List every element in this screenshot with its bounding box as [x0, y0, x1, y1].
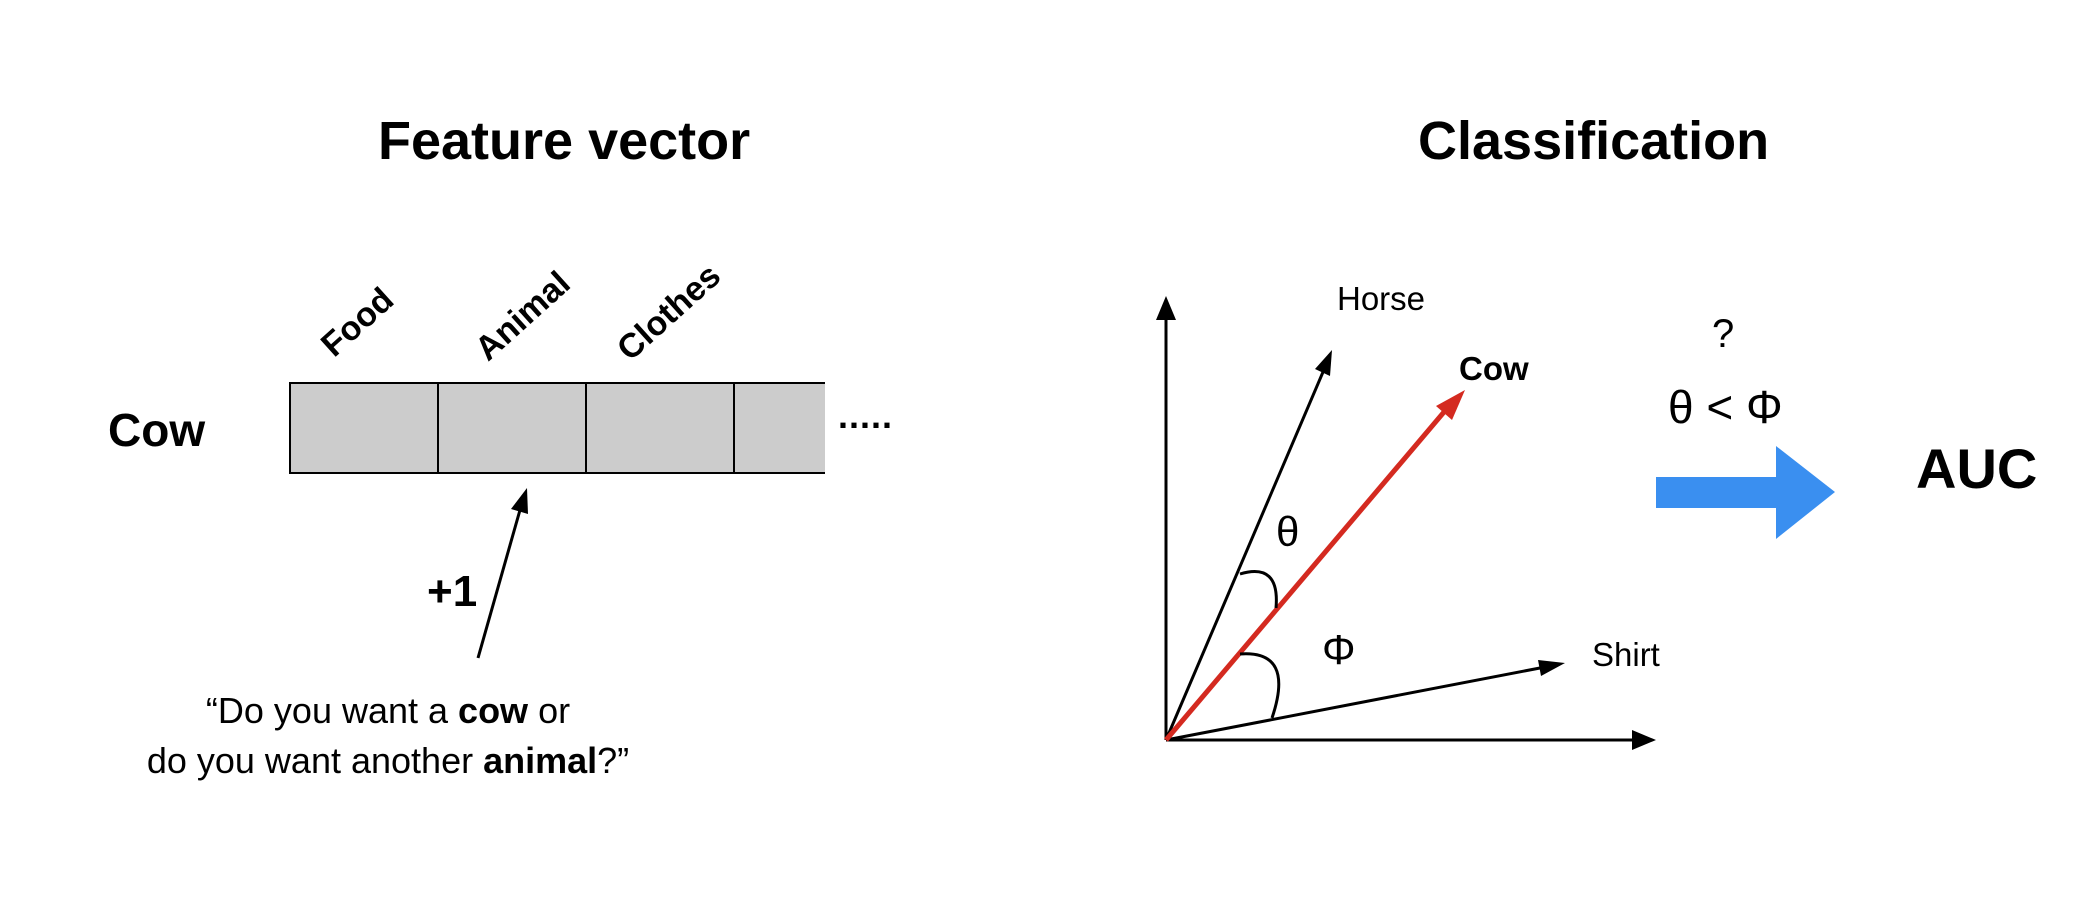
- x-axis: [1166, 730, 1656, 750]
- shirt-label: Shirt: [1592, 636, 1660, 673]
- shirt-vector: [1165, 660, 1565, 742]
- example-sentence: “Do you want a cow or do you want anothe…: [68, 686, 708, 786]
- increment-label: +1: [427, 567, 478, 616]
- auc-label: AUC: [1916, 437, 2038, 500]
- example-sentence-line-1: “Do you want a cow or: [205, 690, 571, 731]
- horse-vector: [1164, 350, 1332, 741]
- horse-label: Horse: [1337, 280, 1426, 317]
- phi-arc: [1239, 652, 1281, 719]
- result-arrow: [1656, 446, 1835, 539]
- vector-ellipsis: .....: [838, 395, 894, 436]
- y-axis: [1156, 296, 1176, 740]
- feature-cell-clothes: [585, 382, 735, 474]
- classification-title: Classification: [1418, 111, 1770, 171]
- example-sentence-line-2: do you want another animal?”: [146, 740, 630, 781]
- row-label-cow: Cow: [108, 404, 206, 456]
- phi-label: Φ: [1322, 626, 1356, 673]
- theta-arc: [1239, 570, 1278, 609]
- question-mark: ?: [1712, 312, 1735, 356]
- feature-vector-title: Feature vector: [378, 111, 751, 171]
- feature-cell-animal: [437, 382, 587, 474]
- increment-arrow: [476, 488, 528, 659]
- cow-vector: [1164, 390, 1465, 742]
- cow-vector-label: Cow: [1459, 350, 1529, 387]
- feature-cell-partial: [733, 382, 825, 474]
- angle-inequality: θ < Φ: [1668, 381, 1783, 433]
- theta-label: θ: [1276, 508, 1300, 555]
